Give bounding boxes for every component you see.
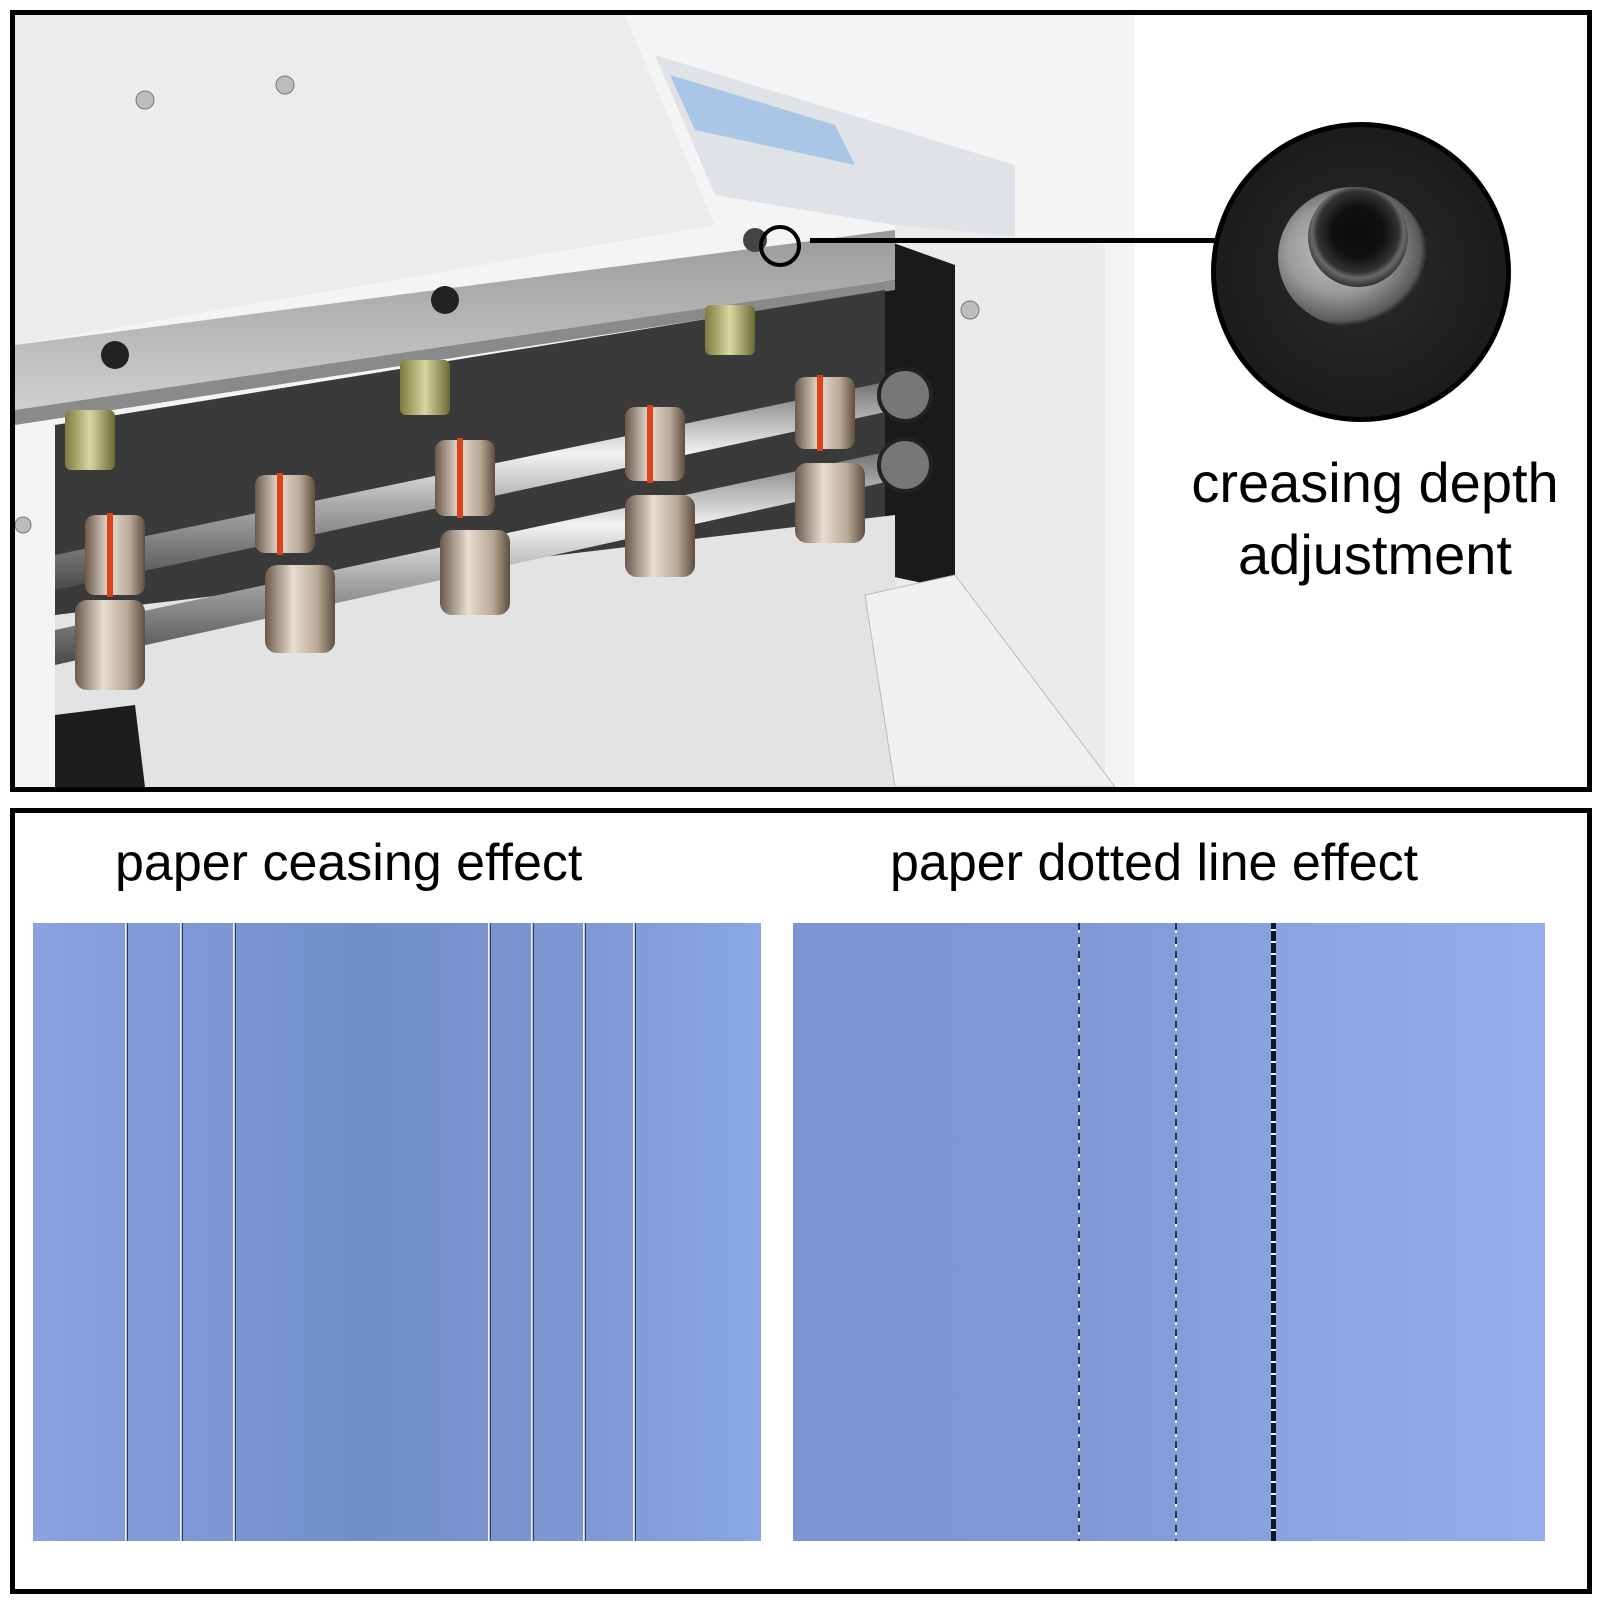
adjustment-screw-highlight-ring (759, 225, 801, 267)
machine-illustration (15, 15, 1135, 787)
hex-socket-bolt-icon (1308, 187, 1408, 287)
crease-line (488, 923, 491, 1541)
crease-line (583, 923, 586, 1541)
machine-photo (15, 15, 1135, 787)
creased-paper-sample (33, 923, 761, 1541)
crease-line (633, 923, 636, 1541)
perforated-paper-sample (793, 923, 1545, 1541)
crease-line (180, 923, 183, 1541)
perforation-line (1175, 923, 1177, 1541)
caption-line-1: creasing depth (1191, 451, 1559, 514)
dotted-line-effect-title: paper dotted line effect (890, 834, 1419, 892)
caption-line-2: adjustment (1238, 523, 1512, 586)
callout-connector-line (810, 238, 1220, 243)
crease-line (125, 923, 128, 1541)
paper-effects-frame: paper ceasing effect paper dotted line e… (10, 808, 1592, 1594)
perforation-line-heavy (1271, 923, 1276, 1541)
machine-photo-frame: creasing depth adjustment (10, 10, 1592, 792)
adjustment-screw-closeup (1211, 122, 1511, 422)
crease-line (233, 923, 236, 1541)
crease-line (531, 923, 534, 1541)
creasing-depth-caption: creasing depth adjustment (1165, 447, 1585, 591)
creasing-effect-title: paper ceasing effect (115, 834, 583, 892)
perforation-line (1078, 923, 1080, 1541)
